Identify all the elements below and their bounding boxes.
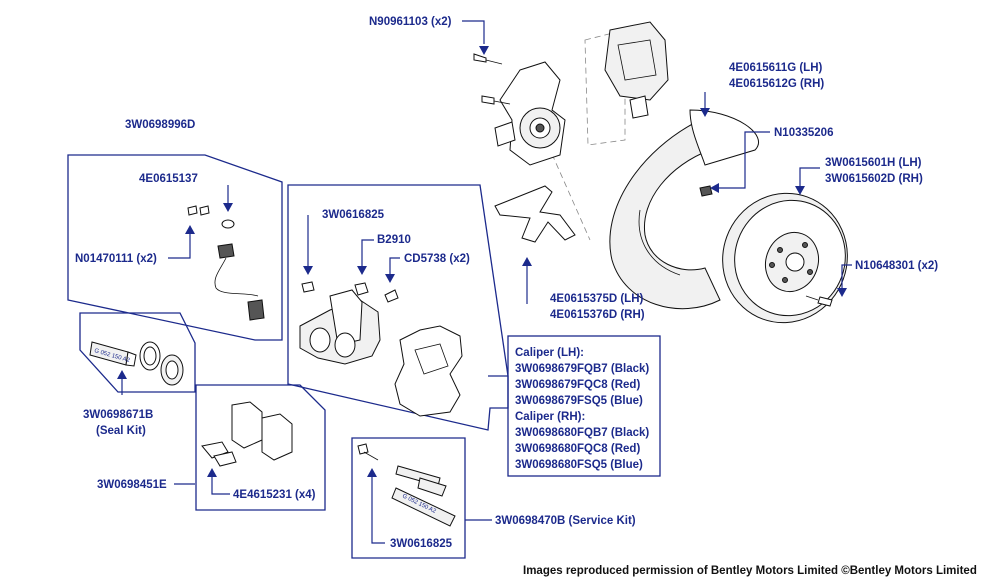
caliper-list-line: 3W0698680FQB7 (Black) [515,427,649,439]
seal-kit-box [79,312,196,393]
label-shield-lh: 4E0615611G (LH) [729,62,823,74]
label-shield-rh: 4E0615612G (RH) [729,78,824,90]
label-bracket-lh: 4E0615375D (LH) [550,293,643,305]
sensor-kit-box [67,154,283,341]
caliper-list-line: 3W0698679FQB7 (Black) [515,363,649,375]
brake-pads-drawing [201,401,293,467]
caliper-list-line: 3W0698680FSQ5 (Blue) [515,459,643,471]
label-shield-screw: N10335206 [774,127,833,139]
caliper-list-line: Caliper (RH): [515,411,585,423]
label-sensor-oring: 4E0615137 [139,173,198,185]
pad-set-box [195,384,326,511]
label-bolt-top: N90961103 (x2) [369,16,452,28]
label-sensor-bolt: N01470111 (x2) [75,253,157,265]
splash-shield-drawing [609,109,759,310]
hub-knuckle-drawing [494,21,669,241]
disc-screw-drawing [805,295,833,307]
label-sensor-kit: 3W0698996D [125,119,195,131]
caliper-list-box: Caliper (LH): 3W0698679FQB7 (Black) 3W06… [507,335,661,477]
label-bleed-nipple: B2910 [377,234,411,246]
copyright-notice: Images reproduced permission of Bentley … [523,565,977,577]
service-kit-box [351,437,466,559]
caliper-drawing [299,281,399,365]
label-disc-screw: N10648301 (x2) [855,260,938,272]
caliper-box [287,184,509,431]
shield-screw-drawing [699,185,713,197]
label-bracket-rh: 4E0615376D (RH) [550,309,645,321]
service-kit-drawing [357,443,456,527]
caliper-list-line: 3W0698680FQC8 (Red) [515,443,640,455]
caliper-carrier-drawing [394,325,463,417]
arrowheads [117,46,847,477]
label-caliper-bolt: 3W0616825 [322,209,385,221]
hub-bolts-drawing [473,53,511,105]
label-pad-clip: 4E4615231 (x4) [233,489,316,501]
label-pad-set: 3W0698451E [97,479,167,491]
label-seal-kit-name: (Seal Kit) [96,425,146,437]
label-disc-rh: 3W0615602D (RH) [825,173,923,185]
label-service-kit: 3W0698470B (Service Kit) [495,515,636,527]
label-seal-kit-number: 3W0698671B [83,409,153,421]
label-bleed-cap: CD5738 (x2) [404,253,470,265]
brake-disc-drawing [722,192,848,324]
caliper-list-line: Caliper (LH): [515,347,584,359]
caliper-list-line: 3W0698679FQC8 (Red) [515,379,640,391]
seal-kit-drawing [89,341,184,386]
sensor-drawing [187,205,265,321]
leader-lines [121,20,852,544]
label-disc-lh: 3W0615601H (LH) [825,157,922,169]
caliper-carrier-bracket-drawing [494,185,576,243]
caliper-list-line: 3W0698679FSQ5 (Blue) [515,395,643,407]
label-guide-bolt: 3W0616825 [390,538,453,550]
